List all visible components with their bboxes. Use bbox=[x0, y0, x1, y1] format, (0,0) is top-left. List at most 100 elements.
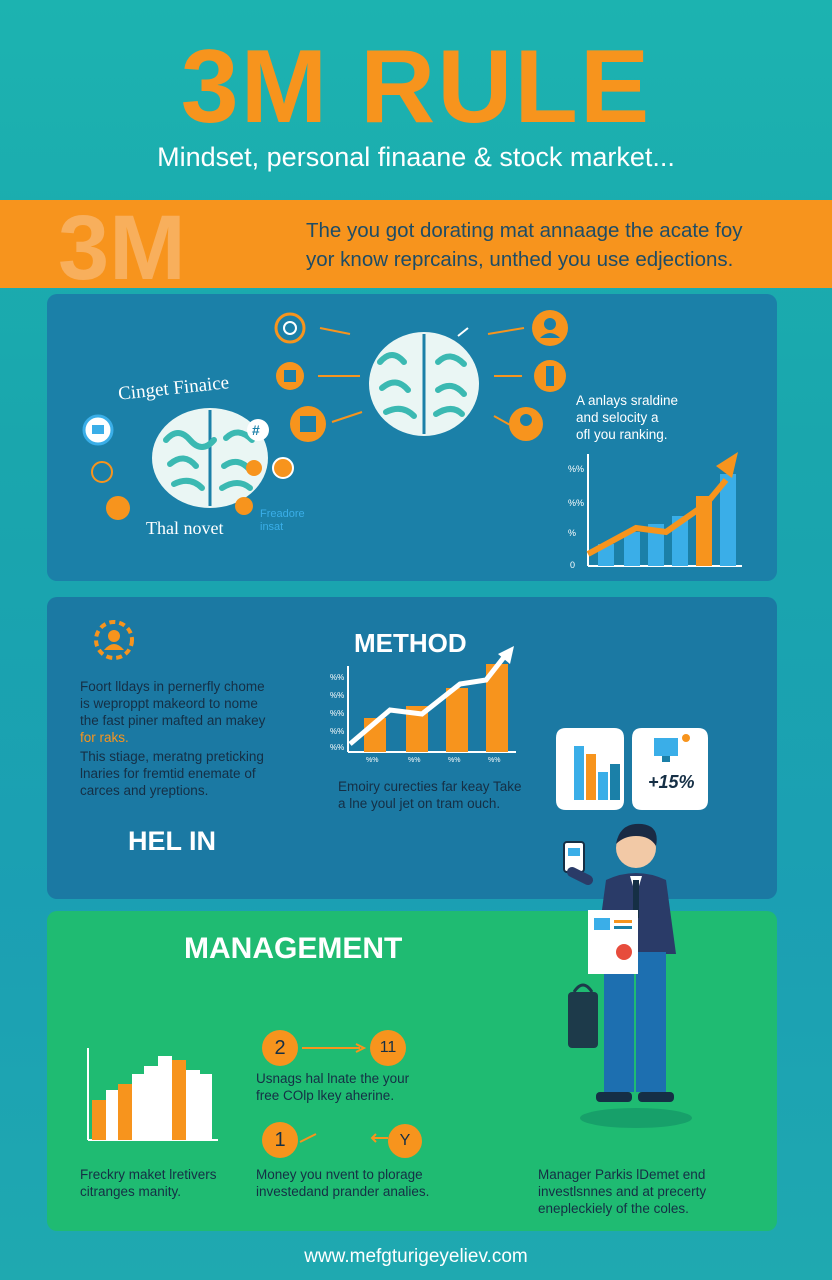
coin-icon bbox=[246, 460, 262, 476]
leg bbox=[636, 952, 666, 1092]
bar bbox=[118, 1084, 132, 1140]
management-left-text: Freckry maket lretivers citranges manity… bbox=[80, 1166, 280, 1200]
step-connector bbox=[302, 1043, 367, 1053]
management-mid-text-line: Money you nvent to plorage bbox=[256, 1167, 423, 1182]
card-right bbox=[632, 728, 708, 810]
method-text-line: is weproppt makeord to nome bbox=[80, 696, 258, 711]
gear-user-icon bbox=[94, 620, 134, 660]
bar bbox=[406, 706, 428, 752]
hair bbox=[616, 823, 657, 846]
step-connector bbox=[370, 1133, 388, 1143]
spiral-icon bbox=[274, 312, 306, 344]
bar bbox=[696, 496, 712, 566]
bar bbox=[624, 532, 640, 566]
hash-icon bbox=[247, 419, 269, 441]
gear-icon bbox=[235, 497, 253, 515]
method-caption-line: Emoiry curecties far keay Take bbox=[338, 779, 522, 794]
method-text-line: This stiage, meratng preticking bbox=[80, 749, 264, 764]
wallet-icon bbox=[272, 457, 294, 479]
method-caption-line: a lne youl jet on tram ouch. bbox=[338, 796, 501, 811]
bar bbox=[720, 474, 736, 566]
bar bbox=[158, 1056, 172, 1140]
step-number: 1 bbox=[262, 1122, 298, 1158]
management-mid-text2: Money you nvent to plorage investedand p… bbox=[256, 1166, 476, 1200]
tick-label: %% bbox=[330, 709, 344, 718]
management-mid-text-line: investedand prander analies. bbox=[256, 1184, 430, 1199]
tick-label: 0 bbox=[570, 560, 575, 570]
tick-label: %% bbox=[330, 743, 344, 752]
method-caption: Emoiry curecties far keay Take a lne you… bbox=[338, 778, 538, 812]
management-right-text: Manager Parkis lDemet end investlsnnes a… bbox=[538, 1166, 758, 1217]
brain-icon bbox=[152, 408, 268, 508]
monitor-icon bbox=[654, 738, 678, 756]
management-right-text-line: enepleckiely of the coles. bbox=[538, 1201, 689, 1216]
mindset-description-line: ofl you ranking. bbox=[576, 427, 668, 442]
page-title: 3M RULE bbox=[180, 29, 652, 145]
mindset-description: A anlays sraldine and selocity a ofl you… bbox=[576, 392, 766, 443]
center-brain-diagram bbox=[274, 310, 568, 442]
method-text-line: Foort lldays in pernerfly chome bbox=[80, 679, 265, 694]
user-icon bbox=[91, 461, 113, 483]
head bbox=[616, 828, 656, 868]
help-heading: HEL IN bbox=[128, 826, 217, 856]
bar bbox=[92, 1100, 106, 1140]
method-bar-chart: %% %% %% %% %% %% %% %% %% bbox=[330, 646, 516, 764]
bar bbox=[486, 664, 508, 752]
management-right-text-line: Manager Parkis lDemet end bbox=[538, 1167, 706, 1182]
method-text-block1: Foort lldays in pernerfly chome is wepro… bbox=[80, 678, 310, 746]
footer-url[interactable]: www.mefgturigeyeliev.com bbox=[304, 1246, 528, 1267]
businessman-illustration bbox=[563, 823, 692, 1128]
step-connector bbox=[299, 1133, 317, 1143]
bar bbox=[446, 688, 468, 752]
method-text-line: the fast piner mafted an makey bbox=[80, 713, 266, 728]
band-text: The you got dorating mat annaage the aca… bbox=[306, 216, 776, 274]
tick-label: % bbox=[568, 528, 576, 538]
method-text-block2: This stiage, meratng preticking lnaries … bbox=[80, 748, 310, 799]
management-right-text-line: investlsnnes and at precerty bbox=[538, 1184, 707, 1199]
page-subtitle: Mindset, personal finaane & stock market… bbox=[157, 142, 675, 172]
management-left-text-line: Freckry maket lretivers bbox=[80, 1167, 217, 1182]
step-number: 2 bbox=[262, 1030, 298, 1066]
management-mid-text-line: free COlp lkey aherine. bbox=[256, 1088, 395, 1103]
brain-label-side: Freadore insat bbox=[260, 508, 305, 533]
mindset-bar-chart: %% %% % 0 bbox=[568, 452, 742, 570]
stock-cards bbox=[556, 728, 708, 810]
management-left-text-line: citranges manity. bbox=[80, 1184, 182, 1199]
svg-text:#: # bbox=[252, 422, 260, 438]
bar bbox=[186, 1070, 200, 1140]
brain-icon bbox=[369, 332, 479, 436]
step-number: Y bbox=[388, 1124, 422, 1158]
brain-label-bottom: Thal novet bbox=[146, 518, 224, 538]
method-text-line: for raks. bbox=[80, 730, 129, 745]
management-mid-text1: Usnags hal lnate the your free COlp lkey… bbox=[256, 1070, 456, 1104]
x-tick-label: %% bbox=[448, 757, 460, 764]
briefcase-icon bbox=[568, 992, 598, 1048]
method-title: METHOD bbox=[354, 628, 467, 658]
tick-label: %% bbox=[568, 498, 584, 508]
bar bbox=[172, 1060, 186, 1140]
tick-label: %% bbox=[330, 727, 344, 736]
method-text-line: lnaries for fremtid enemate of bbox=[80, 766, 256, 781]
bar bbox=[132, 1074, 144, 1140]
bar bbox=[200, 1074, 212, 1140]
leg bbox=[604, 952, 634, 1092]
mindset-description-line: A anlays sraldine bbox=[576, 393, 679, 408]
shoe bbox=[638, 1092, 674, 1102]
band-logo-text: 3M bbox=[58, 197, 186, 299]
stock-badge: +15% bbox=[648, 772, 695, 792]
bar bbox=[106, 1090, 118, 1140]
intro-band bbox=[0, 200, 832, 288]
x-tick-label: %% bbox=[488, 757, 500, 764]
tick-label: %% bbox=[568, 464, 584, 474]
person-icon bbox=[106, 496, 130, 520]
tick-label: %% bbox=[330, 691, 344, 700]
band-text-line: The you got dorating mat annaage the aca… bbox=[306, 219, 743, 242]
band-text-line: yor know reprcains, unthed you use edjec… bbox=[306, 248, 734, 271]
x-tick-label: %% bbox=[408, 757, 420, 764]
bar bbox=[144, 1066, 158, 1140]
shoe bbox=[596, 1092, 632, 1102]
management-heading: MANAGEMENT bbox=[184, 932, 403, 965]
management-bar-chart bbox=[87, 1048, 218, 1141]
trend-arrow bbox=[586, 478, 729, 557]
trend-arrow bbox=[348, 650, 510, 746]
